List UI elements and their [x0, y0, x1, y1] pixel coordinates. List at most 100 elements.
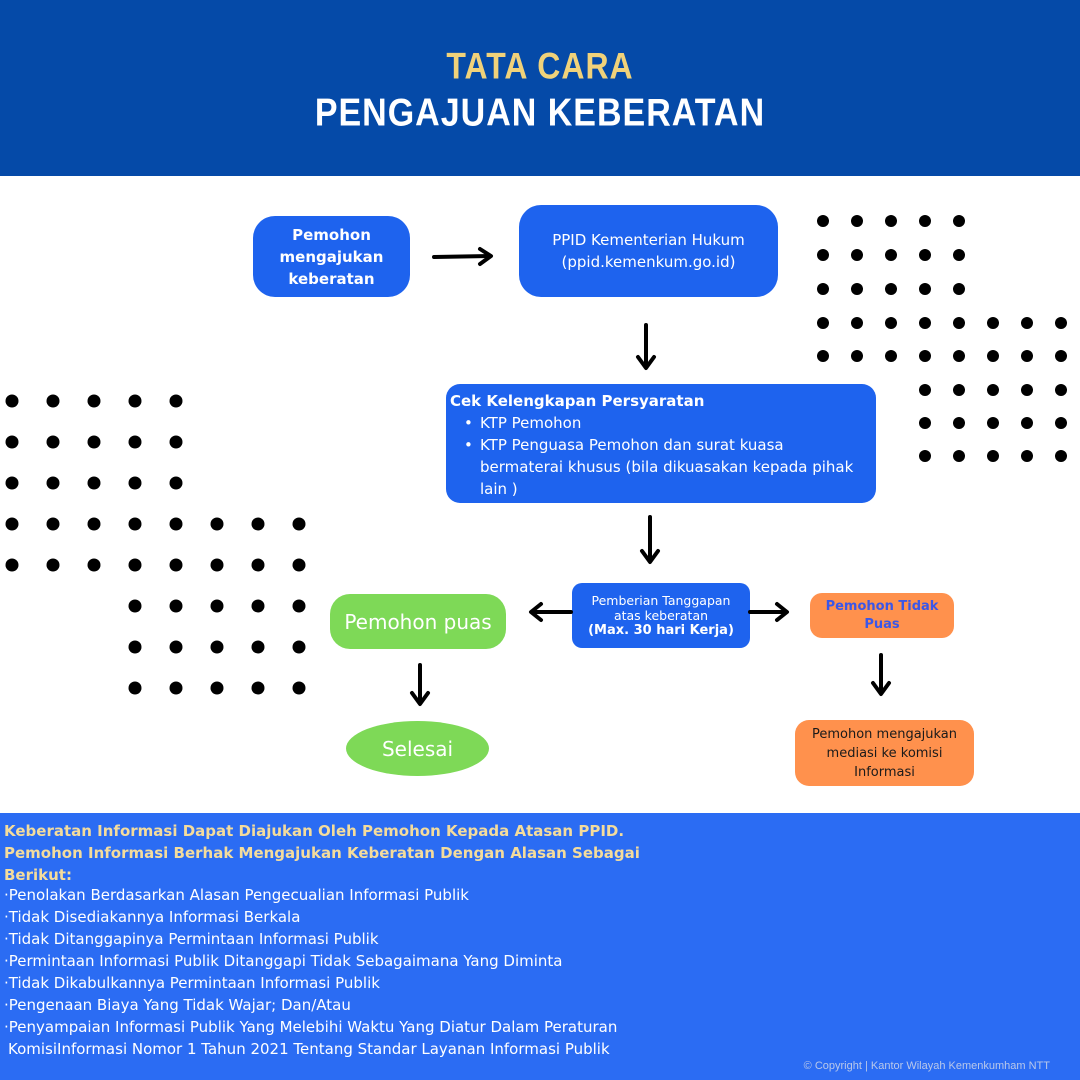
decorative-dot [5, 435, 19, 449]
decorative-dot [5, 558, 19, 572]
reason-item: ·Penyampaian Informasi Publik Yang Meleb… [4, 1018, 618, 1036]
decorative-dot [87, 394, 101, 408]
arrow-down-icon [640, 515, 660, 564]
decorative-dot [251, 558, 265, 572]
ppid-name: PPID Kementerian Hukum [552, 231, 745, 249]
decorative-dot [953, 215, 965, 227]
decorative-dot [851, 317, 863, 329]
step-cek-kelengkapan: Cek Kelengkapan Persyaratan KTP Pemohon … [446, 384, 876, 503]
decorative-dot [128, 435, 142, 449]
decorative-dot [1055, 384, 1067, 396]
decorative-dot [128, 394, 142, 408]
decorative-dot [885, 350, 897, 362]
pemohon-tidak-puas-label: Pemohon Tidak Puas [825, 598, 939, 632]
decorative-dot [851, 215, 863, 227]
decorative-dot [987, 417, 999, 429]
decorative-dot [251, 681, 265, 695]
footer-section: Keberatan Informasi Dapat Diajukan Oleh … [0, 813, 1080, 1080]
decorative-dot [885, 317, 897, 329]
decorative-dot [251, 599, 265, 613]
decorative-dot [1021, 384, 1033, 396]
decorative-dot [885, 249, 897, 261]
arrow-right-icon [432, 247, 493, 266]
decorative-dot [292, 558, 306, 572]
mediasi-label: Pemohon mengajukan mediasi ke komisi Inf… [811, 726, 958, 780]
footer-intro: Keberatan Informasi Dapat Diajukan Oleh … [4, 822, 640, 884]
decorative-dot [210, 640, 224, 654]
decorative-dot [210, 681, 224, 695]
decorative-dot [169, 476, 183, 490]
cek-item: KTP Penguasa Pemohon dan surat kuasa ber… [464, 434, 866, 500]
decorative-dot [87, 517, 101, 531]
reason-item: ·Tidak Disediakannya Informasi Berkala [4, 908, 301, 926]
decorative-dot [817, 283, 829, 295]
decorative-dot [87, 435, 101, 449]
decorative-dot [953, 249, 965, 261]
reason-item-continued: KomisiInformasi Nomor 1 Tahun 2021 Tenta… [8, 1040, 610, 1058]
copyright-text: © Copyright | Kantor Wilayah Kemenkumham… [803, 1060, 1050, 1072]
step-pemberian-tanggapan: Pemberian Tanggapan atas keberatan (Max.… [572, 583, 750, 648]
decorative-dot [251, 517, 265, 531]
decorative-dot [46, 476, 60, 490]
decorative-dot [817, 350, 829, 362]
decorative-dot [851, 249, 863, 261]
decorative-dot [210, 517, 224, 531]
decorative-dot [5, 476, 19, 490]
decorative-dot [1021, 417, 1033, 429]
decorative-dot [817, 215, 829, 227]
decorative-dot [987, 350, 999, 362]
decorative-dot [919, 384, 931, 396]
decorative-dot [987, 384, 999, 396]
arrow-left-icon [529, 602, 573, 622]
decorative-dot [919, 417, 931, 429]
decorative-dot [46, 435, 60, 449]
decorative-dot [292, 640, 306, 654]
decorative-dot [128, 558, 142, 572]
decorative-dot [851, 350, 863, 362]
pemohon-puas-label: Pemohon puas [344, 609, 492, 634]
decorative-dot [87, 558, 101, 572]
decorative-dot [953, 350, 965, 362]
decorative-dot [128, 640, 142, 654]
decorative-dot [953, 384, 965, 396]
selesai-label: Selesai [381, 736, 454, 761]
decorative-dot [169, 681, 183, 695]
decorative-dot [1055, 417, 1067, 429]
decorative-dot [817, 317, 829, 329]
decorative-dot [1055, 450, 1067, 462]
decorative-dot [169, 640, 183, 654]
decorative-dot [817, 249, 829, 261]
decorative-dot [5, 517, 19, 531]
decorative-dot [953, 450, 965, 462]
decorative-dot [251, 640, 265, 654]
tanggapan-deadline: (Max. 30 hari Kerja) [588, 623, 734, 638]
decorative-dot [46, 394, 60, 408]
step-selesai: Selesai [346, 721, 489, 776]
decorative-dot [1055, 317, 1067, 329]
decorative-dot [87, 476, 101, 490]
decorative-dot [885, 283, 897, 295]
decorative-dot [292, 681, 306, 695]
reason-item: ·Pengenaan Biaya Yang Tidak Wajar; Dan/A… [4, 996, 351, 1014]
reasons-list: ·Penolakan Berdasarkan Alasan Pengecuali… [4, 884, 704, 1060]
decorative-dot [953, 283, 965, 295]
cek-item: KTP Pemohon [464, 412, 866, 434]
decorative-dot [1021, 350, 1033, 362]
decorative-dot [851, 283, 863, 295]
arrow-down-icon [636, 323, 656, 370]
decorative-dot [987, 450, 999, 462]
dot-pattern-right [817, 215, 1067, 462]
decorative-dot [1055, 350, 1067, 362]
reason-item: ·Permintaan Informasi Publik Ditanggapi … [4, 952, 563, 970]
decorative-dot [128, 476, 142, 490]
decorative-dot [919, 350, 931, 362]
decorative-dot [919, 249, 931, 261]
decorative-dot [919, 317, 931, 329]
step-mediasi: Pemohon mengajukan mediasi ke komisi Inf… [795, 720, 974, 786]
ppid-website: (ppid.kemenkum.go.id) [561, 253, 736, 271]
decorative-dot [169, 394, 183, 408]
step-pemohon-mengajukan: Pemohon mengajukan keberatan [253, 216, 410, 297]
title-line-1: TATA CARA [446, 45, 634, 87]
decorative-dot [5, 394, 19, 408]
decorative-dot [128, 517, 142, 531]
